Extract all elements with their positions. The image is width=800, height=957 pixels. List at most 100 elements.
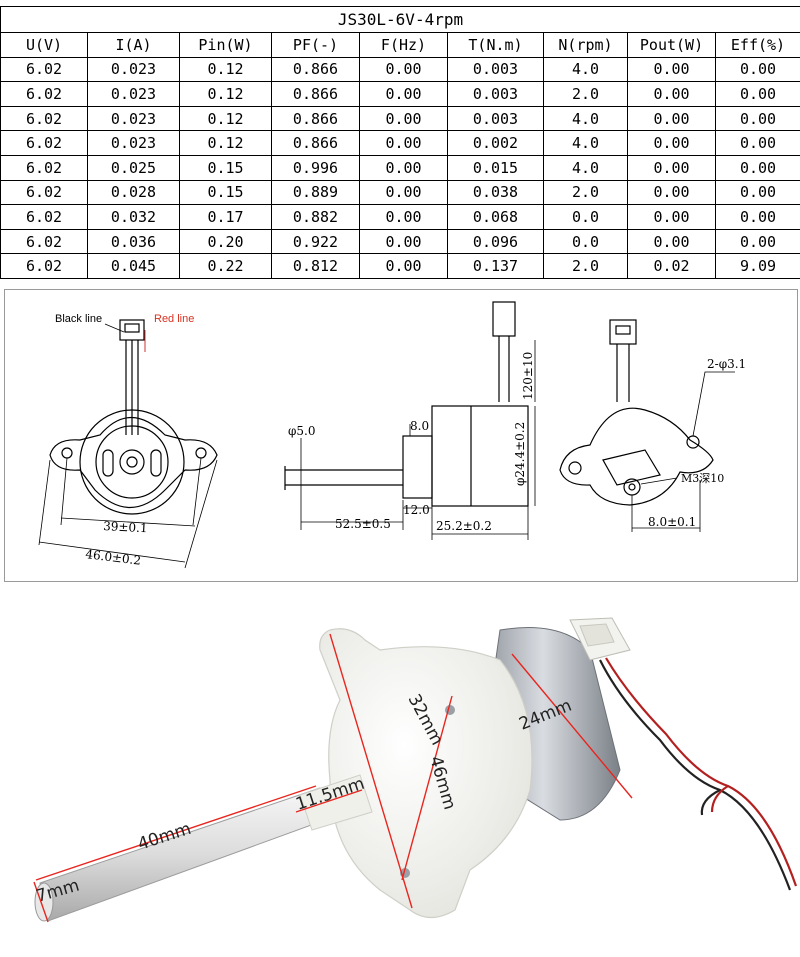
header-output-power: Pout(W) (628, 33, 716, 58)
side-body-dia: φ24.4±0.2 (513, 422, 527, 486)
table-cell: 0.096 (448, 229, 544, 254)
technical-drawings: Black line Red line 39±0.1 46.0±0.2 φ5.0… (4, 289, 798, 582)
side-lead-len: 120±10 (521, 352, 535, 400)
table-cell: 0.068 (448, 205, 544, 230)
table-cell: 0.025 (88, 155, 180, 180)
table-cell: 0.866 (272, 82, 360, 107)
table-cell: 0.00 (360, 57, 448, 82)
table-cell: 0.00 (716, 205, 800, 230)
table-cell: 0.00 (360, 229, 448, 254)
side-shaft-dia: φ5.0 (288, 424, 316, 438)
table-cell: 0.00 (360, 106, 448, 131)
table-cell: 6.02 (1, 180, 88, 205)
table-cell: 2.0 (544, 254, 628, 279)
table-cell: 6.02 (1, 106, 88, 131)
table-cell: 6.02 (1, 155, 88, 180)
table-cell: 9.09 (716, 254, 800, 279)
table-cell: 0.00 (628, 131, 716, 156)
table-cell: 0.00 (716, 229, 800, 254)
table-title: JS30L-6V-4rpm (0, 6, 800, 32)
table-cell: 0.003 (448, 82, 544, 107)
header-power-factor: PF(-) (272, 33, 360, 58)
table-cell: 0.00 (628, 205, 716, 230)
table-cell: 0.00 (628, 57, 716, 82)
table-cell: 0.12 (180, 82, 272, 107)
header-efficiency: Eff(%) (716, 33, 800, 58)
table-cell: 2.0 (544, 82, 628, 107)
table-cell: 0.023 (88, 131, 180, 156)
table-cell: 6.02 (1, 57, 88, 82)
mount-hole-top (445, 705, 455, 715)
table-cell: 0.889 (272, 180, 360, 205)
product-photo: 7mm 40mm 11.5mm 32mm 46mm 24mm (0, 590, 800, 953)
table-cell: 0.00 (360, 254, 448, 279)
front-outer-dim: 46.0±0.2 (85, 547, 142, 568)
table-cell: 0.00 (716, 180, 800, 205)
header-torque: T(N.m) (448, 33, 544, 58)
table-cell: 0.00 (360, 82, 448, 107)
table-cell: 0.015 (448, 155, 544, 180)
table-cell: 0.00 (628, 106, 716, 131)
header-frequency: F(Hz) (360, 33, 448, 58)
table-cell: 0.12 (180, 57, 272, 82)
table-cell: 0.023 (88, 57, 180, 82)
table-cell: 0.137 (448, 254, 544, 279)
rear-screw-label: M3深10 (681, 472, 724, 485)
table-cell: 0.028 (88, 180, 180, 205)
table-cell: 0.15 (180, 155, 272, 180)
side-body-len: 25.2±0.2 (436, 519, 492, 533)
table-cell: 0.00 (716, 131, 800, 156)
table-cell: 0.00 (628, 155, 716, 180)
table-cell: 6.02 (1, 229, 88, 254)
table-cell: 0.00 (360, 180, 448, 205)
table-cell: 0.032 (88, 205, 180, 230)
table-cell: 4.0 (544, 155, 628, 180)
black-line-label: Black line (55, 313, 102, 325)
table-cell: 0.882 (272, 205, 360, 230)
table-cell: 6.02 (1, 254, 88, 279)
table-cell: 0.866 (272, 106, 360, 131)
table-cell: 0.00 (360, 155, 448, 180)
rear-offset-label: 8.0±0.1 (648, 515, 696, 529)
drawings-svg: Black line Red line 39±0.1 46.0±0.2 φ5.0… (5, 290, 797, 581)
table-cell: 0.00 (716, 106, 800, 131)
table-cell: 0.036 (88, 229, 180, 254)
performance-table: JS30L-6V-4rpm U(V) I(A) Pin(W) PF(-) F(H… (0, 6, 800, 279)
table-cell: 4.0 (544, 131, 628, 156)
table-cell: 0.20 (180, 229, 272, 254)
table-cell: 0.00 (628, 229, 716, 254)
table-cell: 6.02 (1, 205, 88, 230)
table-cell: 0.996 (272, 155, 360, 180)
table-cell: 0.866 (272, 57, 360, 82)
red-line-label: Red line (154, 313, 194, 325)
table-cell: 0.003 (448, 106, 544, 131)
table-cell: 0.00 (360, 131, 448, 156)
table-cell: 6.02 (1, 131, 88, 156)
table-cell: 0.00 (628, 180, 716, 205)
table-cell: 6.02 (1, 82, 88, 107)
table-cell: 0.023 (88, 82, 180, 107)
table-cell: 0.922 (272, 229, 360, 254)
table-cell: 0.00 (360, 205, 448, 230)
table-cell: 0.866 (272, 131, 360, 156)
table-cell: 0.0 (544, 205, 628, 230)
table-cell: 0.00 (716, 57, 800, 82)
table-cell: 0.045 (88, 254, 180, 279)
table-cell: 0.023 (88, 106, 180, 131)
table-cell: 0.02 (628, 254, 716, 279)
table-cell: 0.17 (180, 205, 272, 230)
header-current: I(A) (88, 33, 180, 58)
header-speed: N(rpm) (544, 33, 628, 58)
rear-holes-label: 2-φ3.1 (707, 357, 746, 371)
product-photo-svg: 7mm 40mm 11.5mm 32mm 46mm 24mm (0, 590, 800, 953)
front-inner-dim: 39±0.1 (103, 519, 148, 535)
header-input-power: Pin(W) (180, 33, 272, 58)
